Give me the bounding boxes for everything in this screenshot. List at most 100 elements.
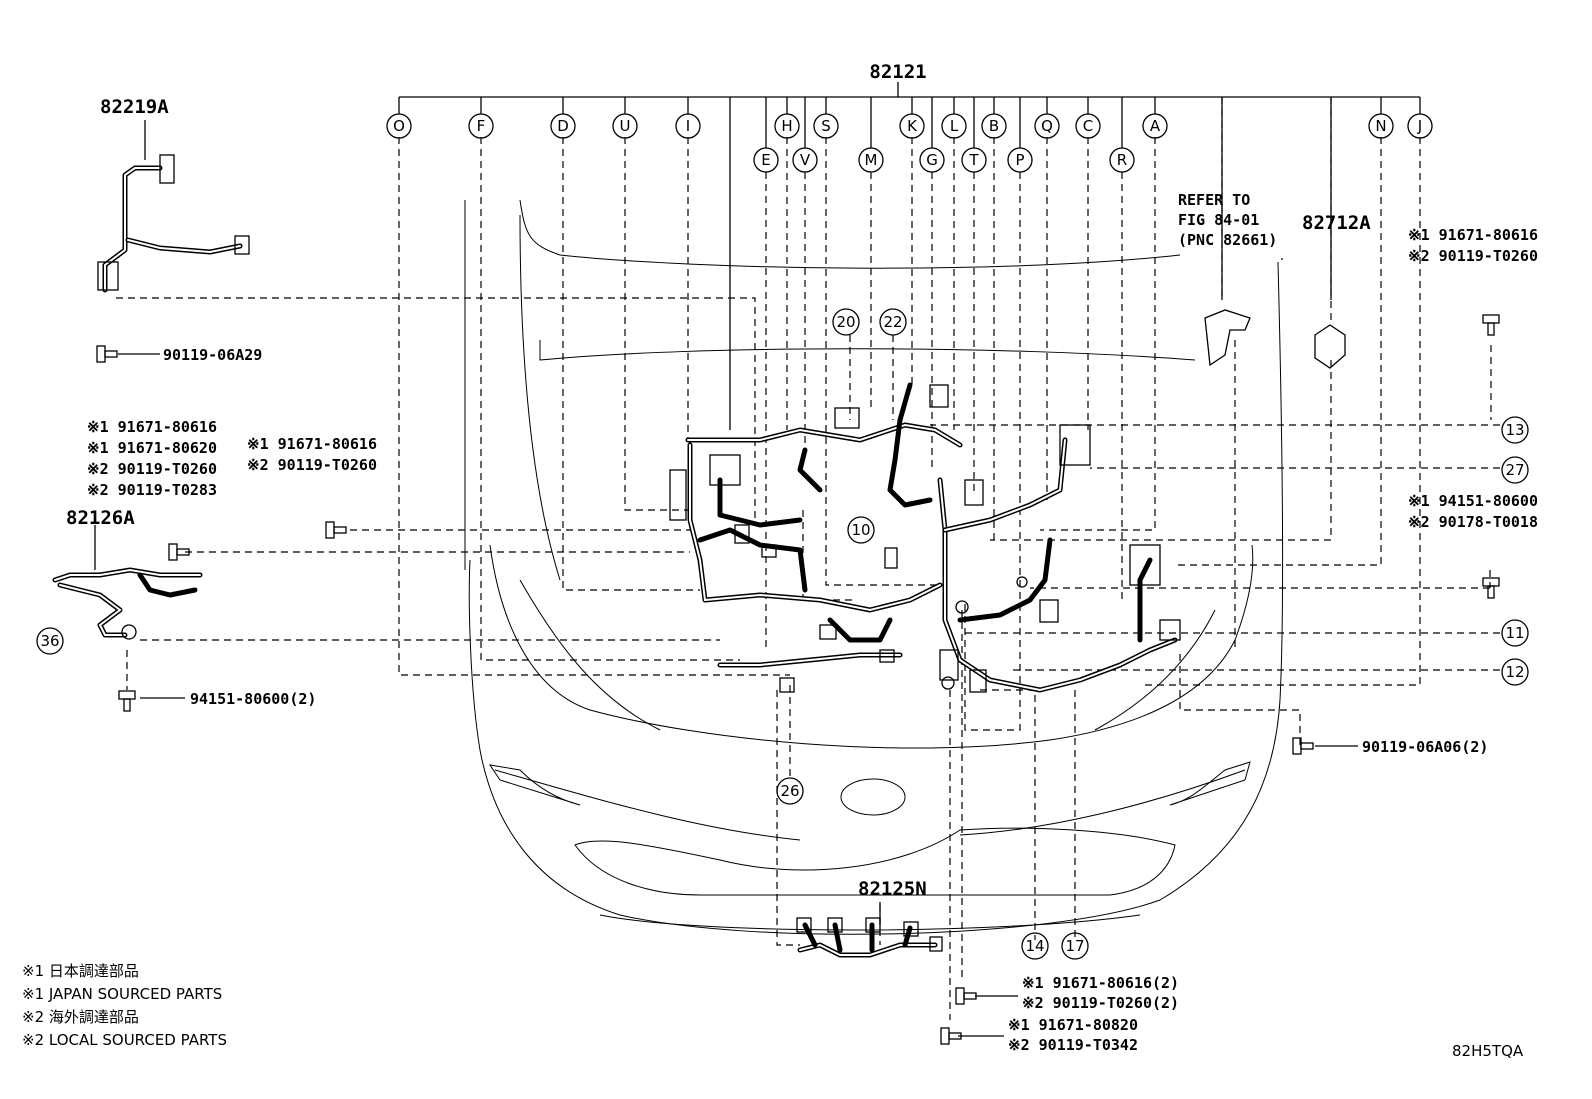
svg-text:K: K (907, 117, 918, 135)
bolt-icon (955, 987, 977, 1005)
svg-text:J: J (1417, 117, 1422, 135)
part-82219A-label: 82219A (100, 96, 169, 118)
part-labels: 82121 82219A 82126A 82712A 82125N REFER … (66, 61, 1538, 1054)
bolt-icon (325, 521, 347, 539)
legend-line-3: ※2 海外調達部品 (22, 1008, 139, 1026)
letter-callout-E: E (753, 147, 779, 173)
callout-17: 17 (1061, 932, 1089, 960)
svg-text:H: H (781, 117, 792, 135)
letter-callout-O: O (386, 113, 412, 139)
harness-82219A (97, 120, 250, 293)
fastener-right-top-1: ※1 91671-80616 (1408, 226, 1538, 244)
letter-callout-J: J (1407, 113, 1433, 139)
harness-82125N (796, 902, 943, 958)
svg-text:22: 22 (883, 313, 902, 331)
part-82712A-label: 82712A (1302, 212, 1371, 234)
letter-callout-S: S (813, 113, 839, 139)
fastener-left-3: ※2 90119-T0260 (87, 460, 217, 478)
bolt-icon (96, 345, 118, 363)
fastener-bottom-center-3: ※1 91671-80820 (1008, 1016, 1138, 1034)
svg-text:20: 20 (836, 313, 855, 331)
letter-callout-I: I (675, 113, 701, 139)
letter-callout-K: K (899, 113, 925, 139)
letter-callout-N: N (1368, 113, 1394, 139)
svg-text:M: M (865, 151, 878, 169)
part-82125N-label: 82125N (858, 878, 927, 900)
callout-36: 36 (36, 627, 64, 655)
letter-callout-G: G (919, 147, 945, 173)
bolt-icon (1482, 314, 1500, 336)
fastener-right-top-2: ※2 90119-T0260 (1408, 247, 1538, 265)
letter-callout-U: U (612, 113, 638, 139)
leader-lines (116, 97, 1500, 1020)
svg-text:D: D (557, 117, 569, 135)
letter-callout-T: T (961, 147, 987, 173)
fastener-94151-80600-2: 94151-80600(2) (190, 690, 316, 708)
letter-callout-F: F (468, 113, 494, 139)
callout-10: 10 (847, 516, 875, 544)
part-82126A-label: 82126A (66, 507, 135, 529)
callout-11: 11 (1501, 619, 1529, 647)
svg-text:F: F (477, 117, 486, 135)
letter-callout-H: H (774, 113, 800, 139)
fastener-mid-left-1: ※1 91671-80616 (247, 435, 377, 453)
fastener-90119-06A29: 90119-06A29 (163, 346, 262, 364)
harness-82126A (52, 525, 203, 640)
svg-text:E: E (761, 151, 770, 169)
refer-line-2: FIG 84-01 (1178, 211, 1259, 229)
svg-text:A: A (1150, 117, 1161, 135)
figure-code: 82H5TQA (1452, 1042, 1524, 1060)
svg-text:U: U (620, 117, 631, 135)
fastener-90119-06A06-2: 90119-06A06(2) (1362, 738, 1488, 756)
svg-text:12: 12 (1505, 663, 1524, 681)
vehicle-outline (464, 199, 1284, 935)
letter-callout-D: D (550, 113, 576, 139)
svg-text:P: P (1015, 151, 1024, 169)
callout-20: 20 (832, 308, 860, 336)
svg-text:17: 17 (1065, 937, 1084, 955)
svg-text:L: L (950, 117, 959, 135)
legend-line-1: ※1 日本調達部品 (22, 962, 139, 980)
svg-text:36: 36 (40, 632, 59, 650)
svg-text:T: T (968, 151, 979, 169)
main-wire-harness-82121 (669, 309, 1346, 693)
fastener-left-4: ※2 90119-T0283 (87, 481, 217, 499)
letter-callout-V: V (792, 147, 818, 173)
letter-callout-P: P (1007, 147, 1033, 173)
bolt-icons (96, 314, 1500, 1045)
svg-text:G: G (926, 151, 938, 169)
fastener-right-mid-2: ※2 90178-T0018 (1408, 513, 1538, 531)
bolt-icon (1292, 737, 1314, 755)
svg-text:B: B (989, 117, 999, 135)
letter-callout-B: B (981, 113, 1007, 139)
fastener-right-mid-1: ※1 94151-80600 (1408, 492, 1538, 510)
callout-13: 13 (1501, 416, 1529, 444)
svg-text:11: 11 (1505, 624, 1524, 642)
svg-text:O: O (393, 117, 405, 135)
fastener-left-2: ※1 91671-80620 (87, 439, 217, 457)
letter-callout-M: M (858, 147, 884, 173)
letter-callout-L: L (941, 113, 967, 139)
refer-line-1: REFER TO (1178, 191, 1250, 209)
legend-line-2: ※1 JAPAN SOURCED PARTS (22, 985, 222, 1003)
part-82121-label: 82121 (869, 61, 926, 83)
svg-text:S: S (821, 117, 831, 135)
callout-14: 14 (1021, 932, 1049, 960)
fastener-left-1: ※1 91671-80616 (87, 418, 217, 436)
bolt-icon (118, 690, 136, 712)
svg-text:I: I (686, 117, 690, 135)
callout-12: 12 (1501, 658, 1529, 686)
bolt-icon (168, 543, 190, 561)
callout-27: 27 (1501, 456, 1529, 484)
bolt-icon (1482, 577, 1500, 599)
fastener-bottom-center-4: ※2 90119-T0342 (1008, 1036, 1138, 1054)
legend-line-4: ※2 LOCAL SOURCED PARTS (22, 1031, 227, 1049)
letter-callout-C: C (1075, 113, 1101, 139)
svg-text:V: V (800, 151, 811, 169)
svg-text:14: 14 (1025, 937, 1044, 955)
fastener-bottom-center-2: ※2 90119-T0260(2) (1022, 994, 1179, 1012)
svg-text:13: 13 (1505, 421, 1524, 439)
letter-callout-A: A (1142, 113, 1168, 139)
